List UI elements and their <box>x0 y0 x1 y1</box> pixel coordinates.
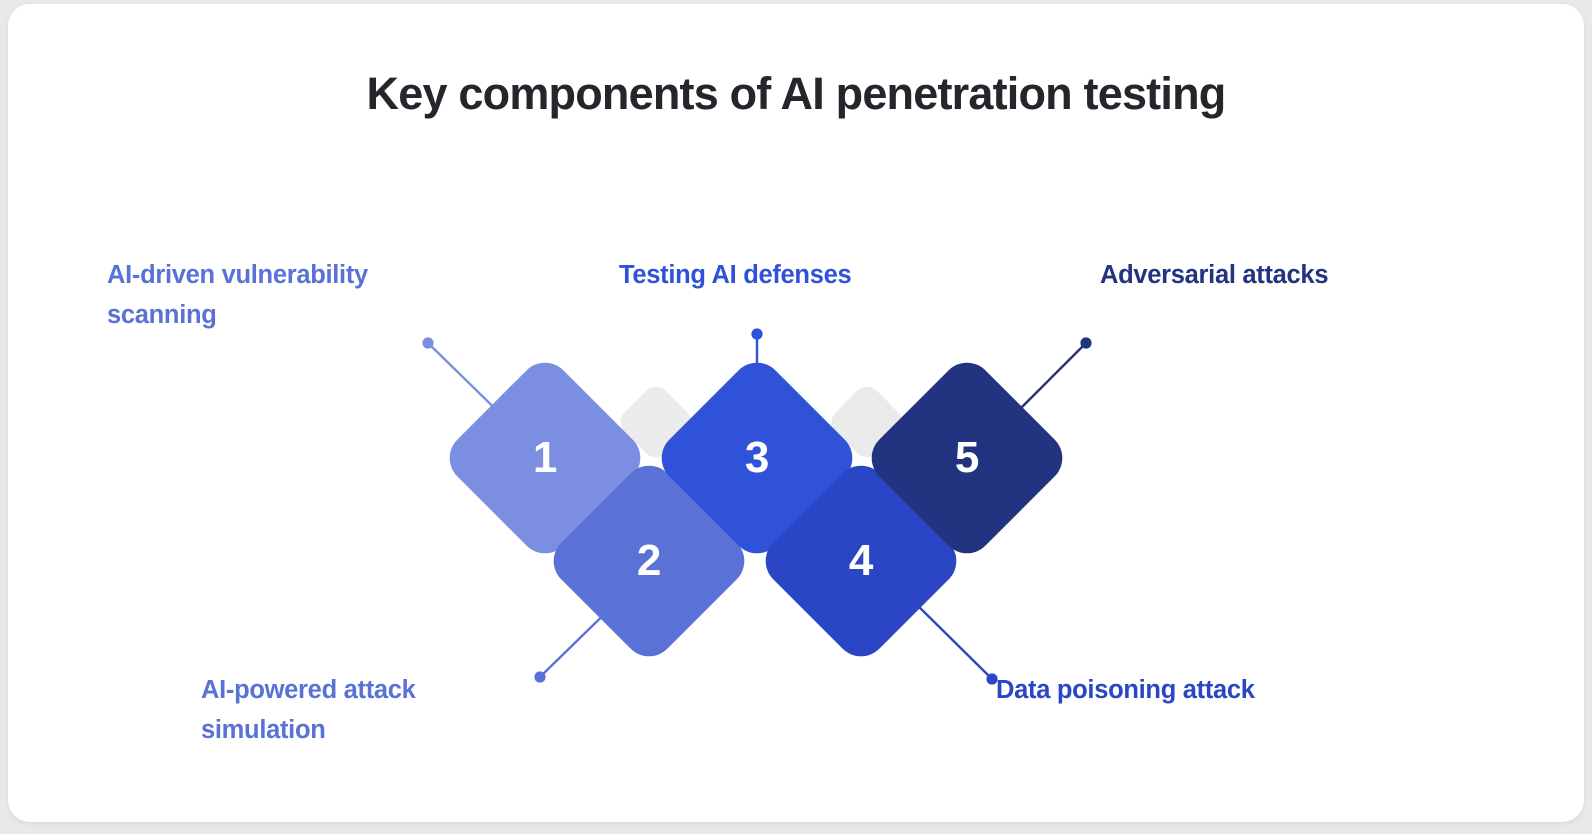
infographic-card: Key components of AI penetration testing <box>8 4 1584 822</box>
label-item-3-line1: Testing AI defenses <box>619 261 852 289</box>
label-item-2-line2: simulation <box>201 715 326 744</box>
label-item-5: Adversarial attacks <box>1100 256 1329 296</box>
diamond-number-3: 3 <box>744 432 770 482</box>
page-title: Key components of AI penetration testing <box>366 68 1227 119</box>
label-item-1-line1: AI-driven vulnerability <box>107 261 368 289</box>
diamond-number-1: 1 <box>532 432 558 482</box>
diamond-number-5: 5 <box>954 432 980 482</box>
label-item-1: AI-driven vulnerability scanning <box>107 256 368 335</box>
diamond-number-2: 2 <box>636 535 662 585</box>
connector-lines <box>422 328 1092 685</box>
label-item-4: Data poisoning attack <box>996 671 1255 711</box>
diamond-number-4: 4 <box>848 535 874 585</box>
label-item-5-line1: Adversarial attacks <box>1100 261 1329 289</box>
label-item-3: Testing AI defenses <box>619 256 852 296</box>
label-item-2: AI-powered attack simulation <box>201 671 416 750</box>
label-item-4-line1: Data poisoning attack <box>996 676 1255 704</box>
label-item-1-line2: scanning <box>107 300 217 329</box>
label-item-2-line1: AI-powered attack <box>201 676 416 704</box>
connector-item-4 <box>907 595 998 685</box>
